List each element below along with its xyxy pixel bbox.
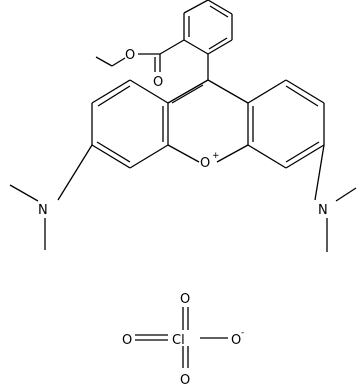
- bond: [209, 5, 229, 18]
- bond: [159, 39, 185, 55]
- bond: [96, 141, 131, 163]
- bond: [285, 144, 325, 169]
- atom-label-carbonyl-o: O: [153, 75, 163, 90]
- bond: [183, 0, 209, 14]
- bond: [285, 85, 319, 107]
- bond: [183, 39, 209, 55]
- bond: [167, 79, 209, 104]
- bond: [247, 79, 287, 104]
- anion-bonds: [135, 307, 228, 368]
- atom-label-ring-o: O: [200, 156, 210, 171]
- atom-label-ester-o: O: [125, 48, 135, 63]
- bond: [129, 79, 169, 104]
- atom-label-o-right: O: [231, 333, 241, 348]
- bond: [97, 85, 131, 107]
- bond: [91, 144, 131, 169]
- bond: [111, 57, 126, 67]
- bond: [207, 0, 233, 15]
- atom-labels: O O O + N N Cl O O O O -: [38, 48, 328, 387]
- cation-bonds: [9, 0, 357, 252]
- atom-label-o-top: O: [180, 292, 190, 307]
- bond: [285, 141, 320, 163]
- bond: [207, 79, 249, 104]
- bond: [247, 144, 287, 169]
- bond: [57, 144, 93, 201]
- bond: [335, 187, 357, 202]
- bond: [91, 79, 131, 104]
- bond: [129, 144, 169, 169]
- bond: [95, 56, 113, 67]
- bond: [285, 79, 325, 104]
- o-right-charge: -: [241, 328, 244, 338]
- atom-label-o-bottom: O: [180, 373, 190, 387]
- bond: [207, 39, 233, 55]
- bond: [171, 84, 204, 104]
- bond: [9, 184, 39, 202]
- ring-o-charge: +: [212, 151, 220, 161]
- atom-label-left-n: N: [38, 203, 48, 218]
- atom-label-o-left: O: [122, 333, 132, 348]
- bond: [216, 144, 249, 163]
- atom-label-right-n: N: [318, 203, 328, 218]
- atom-label-cl: Cl: [172, 333, 185, 348]
- bond: [167, 144, 200, 163]
- bond: [314, 144, 325, 201]
- bond: [208, 37, 228, 50]
